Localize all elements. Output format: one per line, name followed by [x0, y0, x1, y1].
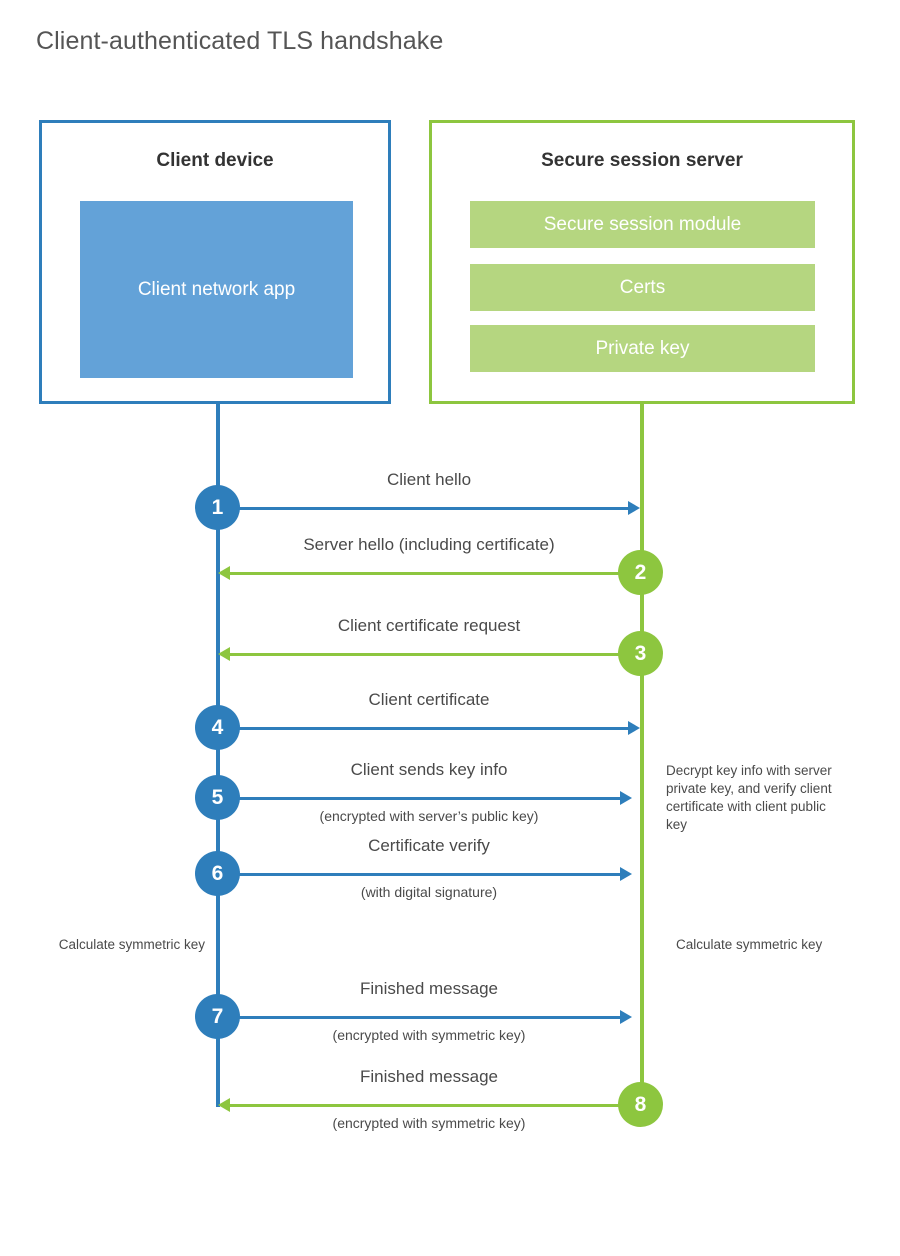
step-3-arrow-head — [218, 647, 230, 661]
step-5-sublabel: (encrypted with server’s public key) — [319, 808, 539, 824]
client-device-box: Client device Client network app — [39, 120, 391, 404]
step-6-label: Certificate verify — [368, 836, 490, 855]
step-7-sublabel: (encrypted with symmetric key) — [332, 1027, 526, 1043]
step-1-badge: 1 — [195, 485, 240, 530]
step-5-label: Client sends key info — [350, 760, 508, 779]
client-device-title: Client device — [156, 150, 274, 171]
step-4-arrow-line — [218, 727, 628, 730]
secure-session-server-box: Secure session server Secure session mod… — [429, 120, 855, 404]
step-6-arrow-line — [218, 873, 620, 876]
step-7-badge: 7 — [195, 994, 240, 1039]
step-5-badge: 5 — [195, 775, 240, 820]
step-2-arrow-line — [230, 572, 640, 575]
step-7-label: Finished message — [360, 979, 498, 998]
note-calculate-symmetric-key-server: Calculate symmetric key — [676, 937, 823, 952]
step-8-badge: 8 — [618, 1082, 663, 1127]
step-1-label: Client hello — [386, 470, 472, 489]
step-3-badge: 3 — [618, 631, 663, 676]
step-7-arrow-line — [218, 1016, 620, 1019]
step-4-arrow-head — [628, 721, 640, 735]
server-component-secure-session-module: Secure session module — [470, 201, 815, 248]
step-2-badge: 2 — [618, 550, 663, 595]
server-component-private-key: Private key — [470, 325, 815, 372]
server-lifeline — [640, 404, 644, 1107]
step-2-arrow-head — [218, 566, 230, 580]
step-6-arrow-head — [620, 867, 632, 881]
server-component-certs: Certs — [470, 264, 815, 311]
note-calculate-symmetric-key-client: Calculate symmetric key — [58, 937, 205, 952]
step-6-badge: 6 — [195, 851, 240, 896]
step-5-arrow-head — [620, 791, 632, 805]
secure-session-server-title: Secure session server — [541, 150, 743, 171]
note-decrypt-key-info: Decrypt key info with server private key… — [666, 763, 832, 832]
step-1-arrow-head — [628, 501, 640, 515]
step-3-label: Client certificate request — [337, 616, 521, 635]
step-6-sublabel: (with digital signature) — [360, 884, 498, 900]
step-1-arrow-line — [218, 507, 628, 510]
step-8-label: Finished message — [360, 1067, 498, 1086]
step-2-label: Server hello (including certificate) — [303, 535, 555, 554]
step-3-arrow-line — [230, 653, 640, 656]
step-4-label: Client certificate — [368, 690, 490, 709]
step-4-badge: 4 — [195, 705, 240, 750]
step-5-arrow-line — [218, 797, 620, 800]
page-title: Client-authenticated TLS handshake — [36, 27, 444, 55]
client-lifeline — [216, 404, 220, 1107]
step-8-arrow-line — [230, 1104, 640, 1107]
client-network-app-block: Client network app — [80, 201, 353, 378]
step-7-arrow-head — [620, 1010, 632, 1024]
step-8-arrow-head — [218, 1098, 230, 1112]
step-8-sublabel: (encrypted with symmetric key) — [332, 1115, 526, 1131]
